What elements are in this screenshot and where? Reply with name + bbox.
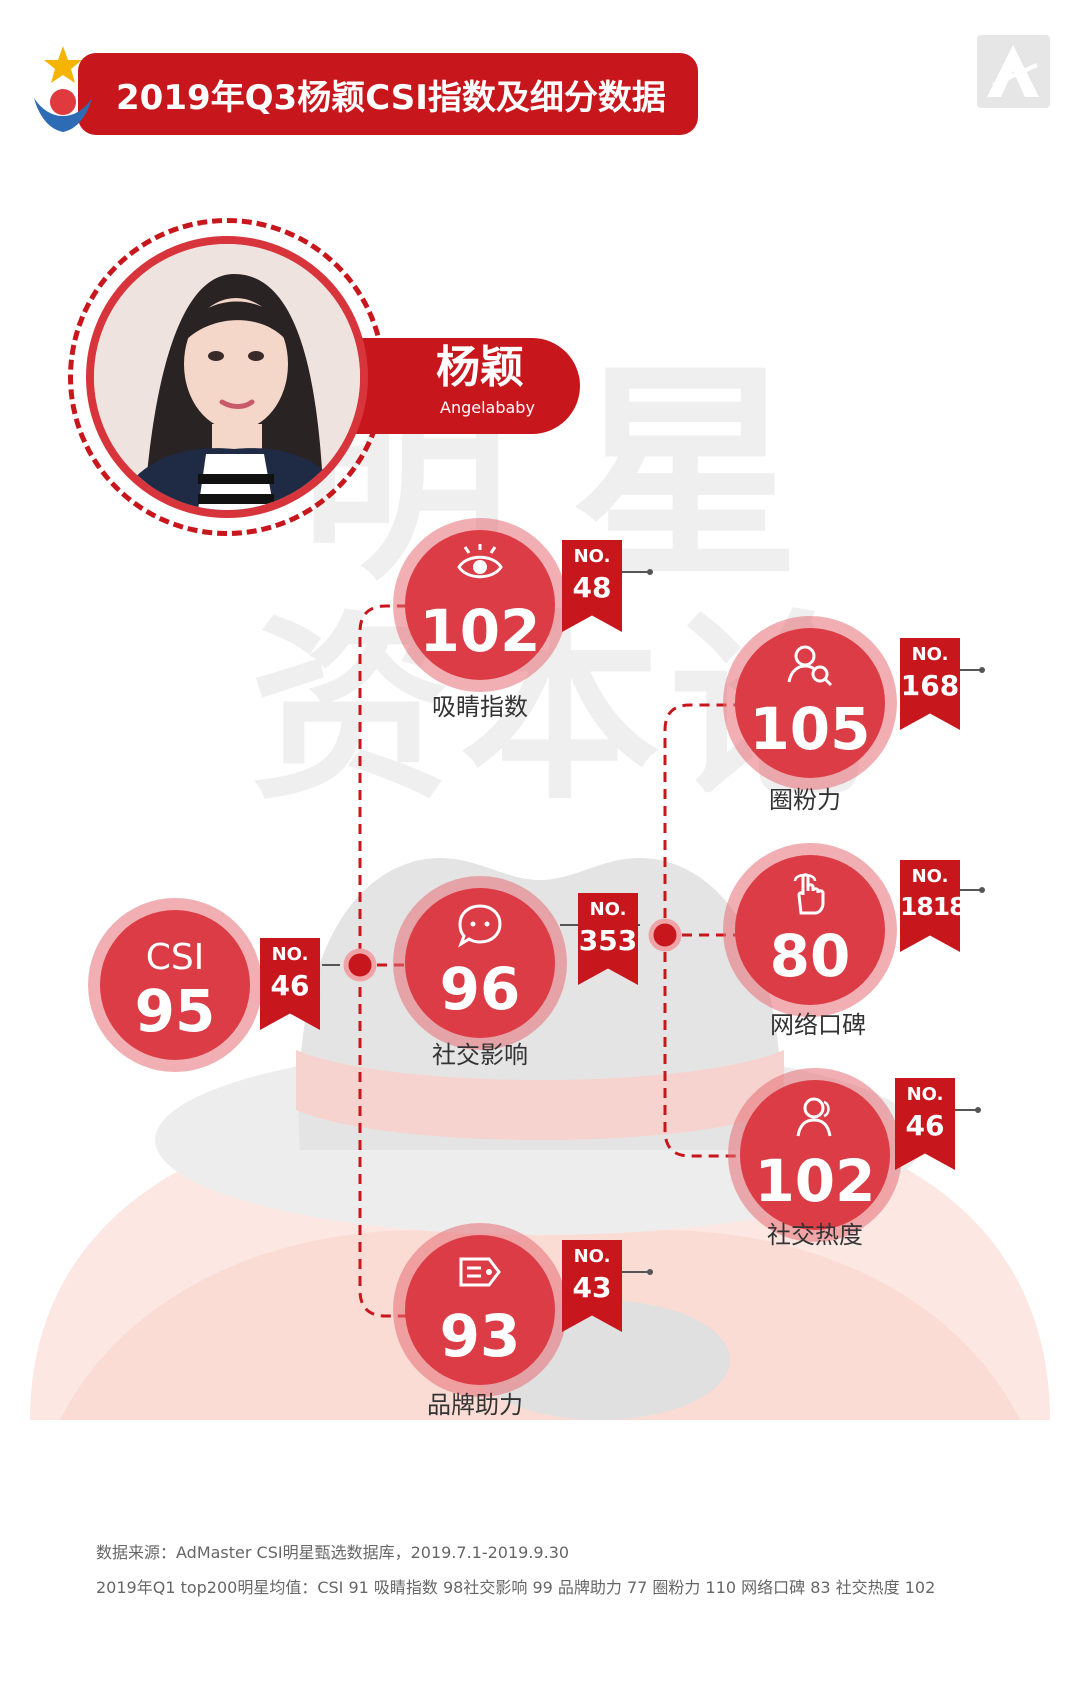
fans-label: 圈粉力 xyxy=(769,786,841,814)
chat-bubble-icon xyxy=(458,904,502,948)
celebrity-name-en: Angelababy xyxy=(440,398,535,417)
data-source-note: 数据来源：AdMaster CSI明星甄选数据库，2019.7.1-2019.9… xyxy=(96,1543,570,1562)
rank-ribbon-heat: NO. 46 xyxy=(895,1078,955,1170)
metric-social: 96 xyxy=(405,888,555,1038)
avatar xyxy=(86,236,368,518)
rank-value: 48 xyxy=(572,571,612,604)
metric-brand: 93 xyxy=(405,1235,555,1385)
rank-value: 46 xyxy=(905,1109,945,1142)
rank-value: 168 xyxy=(900,669,960,702)
csi-title: CSI xyxy=(145,937,205,978)
average-note: 2019年Q1 top200明星均值：CSI 91 吸睛指数 98社交影响 99… xyxy=(96,1578,936,1597)
price-tag-icon xyxy=(459,1257,501,1287)
rank-prefix: NO. xyxy=(906,1084,944,1105)
attention-label: 吸睛指数 xyxy=(432,693,528,721)
rank-prefix: NO. xyxy=(573,1246,611,1267)
rank-ribbon-csi: NO. 46 xyxy=(260,938,320,1030)
brand-value: 93 xyxy=(439,1302,521,1370)
metric-fans: 105 xyxy=(735,628,885,778)
rank-value: 353 xyxy=(578,924,638,957)
reputation-label: 网络口碑 xyxy=(770,1011,866,1039)
attention-value: 102 xyxy=(419,597,541,665)
rank-prefix: NO. xyxy=(271,944,309,965)
celebrity-name: 杨颖 xyxy=(436,342,524,393)
social-label: 社交影响 xyxy=(432,1041,528,1069)
metric-attention: 102 xyxy=(405,530,555,680)
brand-label: 品牌助力 xyxy=(427,1391,523,1419)
hand-tap-icon xyxy=(793,873,825,915)
portrait-illustration xyxy=(94,244,360,510)
heat-label: 社交热度 xyxy=(767,1221,863,1249)
reputation-value: 80 xyxy=(769,922,851,990)
users-icon xyxy=(796,1097,832,1137)
corner-logo-icon xyxy=(977,35,1050,108)
rank-value: 43 xyxy=(572,1271,612,1304)
rank-prefix: NO. xyxy=(911,866,949,887)
page-title: 2019年Q3杨颖CSI指数及细分数据 xyxy=(78,53,698,135)
metric-csi: CSI 95 xyxy=(100,910,250,1060)
social-value: 96 xyxy=(439,955,521,1023)
rank-value: 46 xyxy=(270,969,310,1002)
metric-reputation: 80 xyxy=(735,855,885,1005)
rank-prefix: NO. xyxy=(589,899,627,920)
rank-prefix: NO. xyxy=(911,644,949,665)
user-search-icon xyxy=(787,645,833,687)
fans-value: 105 xyxy=(749,695,871,763)
csi-value: 95 xyxy=(134,977,216,1045)
celebrity-name-tag: 杨颖 Angelababy xyxy=(340,338,580,434)
heat-value: 102 xyxy=(754,1147,876,1215)
rank-prefix: NO. xyxy=(573,546,611,567)
eye-icon xyxy=(457,544,503,579)
brand-logo-icon xyxy=(34,46,92,132)
rank-value: 1818 xyxy=(900,892,966,921)
metric-heat: 102 xyxy=(740,1080,890,1230)
